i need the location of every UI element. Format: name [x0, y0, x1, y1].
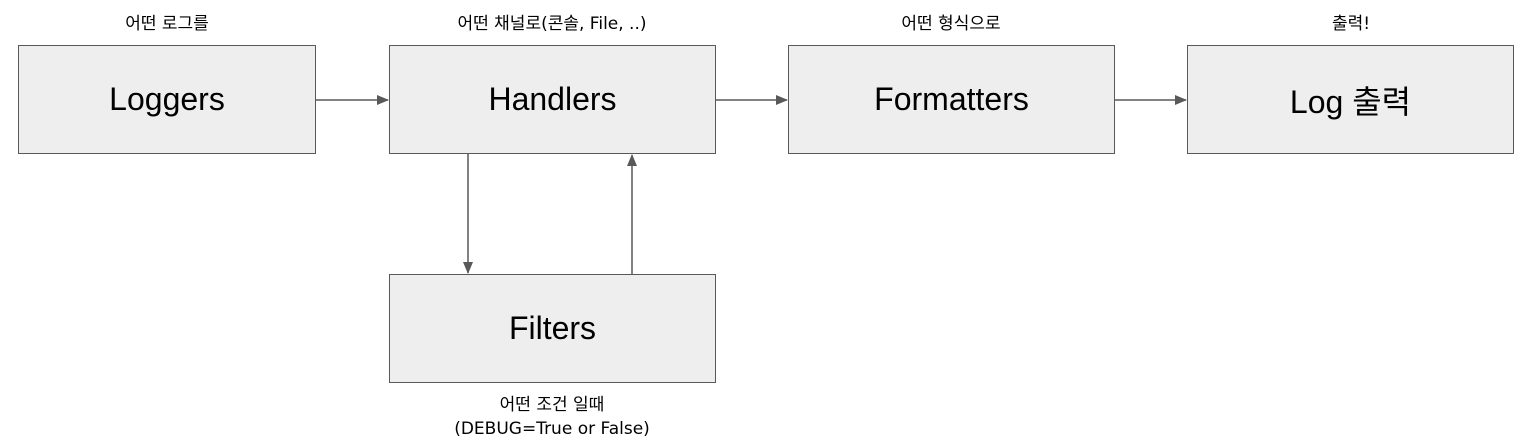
log-output-box: Log 출력: [1187, 45, 1514, 154]
formatters-label: Formatters: [874, 81, 1029, 117]
filters-label: Filters: [508, 310, 597, 346]
filters-caption-line2: (DEBUG=True or False): [454, 419, 650, 439]
handlers-caption: 어떤 채널로(콘솔, File, ..): [457, 14, 647, 34]
loggers-caption: 어떤 로그를: [125, 14, 209, 34]
loggers-box: Loggers: [18, 45, 316, 154]
filters-box: Filters: [389, 274, 716, 383]
loggers-label: Loggers: [109, 81, 225, 117]
handlers-label: Handlers: [488, 81, 617, 117]
formatters-caption: 어떤 형식으로: [901, 14, 1001, 34]
log-output-label: Log 출력: [1289, 83, 1412, 120]
output-caption: 출력!: [1331, 14, 1371, 34]
filters-caption-line1: 어떤 조건 일때: [499, 395, 605, 415]
handlers-box: Handlers: [389, 45, 716, 154]
formatters-box: Formatters: [788, 45, 1115, 154]
